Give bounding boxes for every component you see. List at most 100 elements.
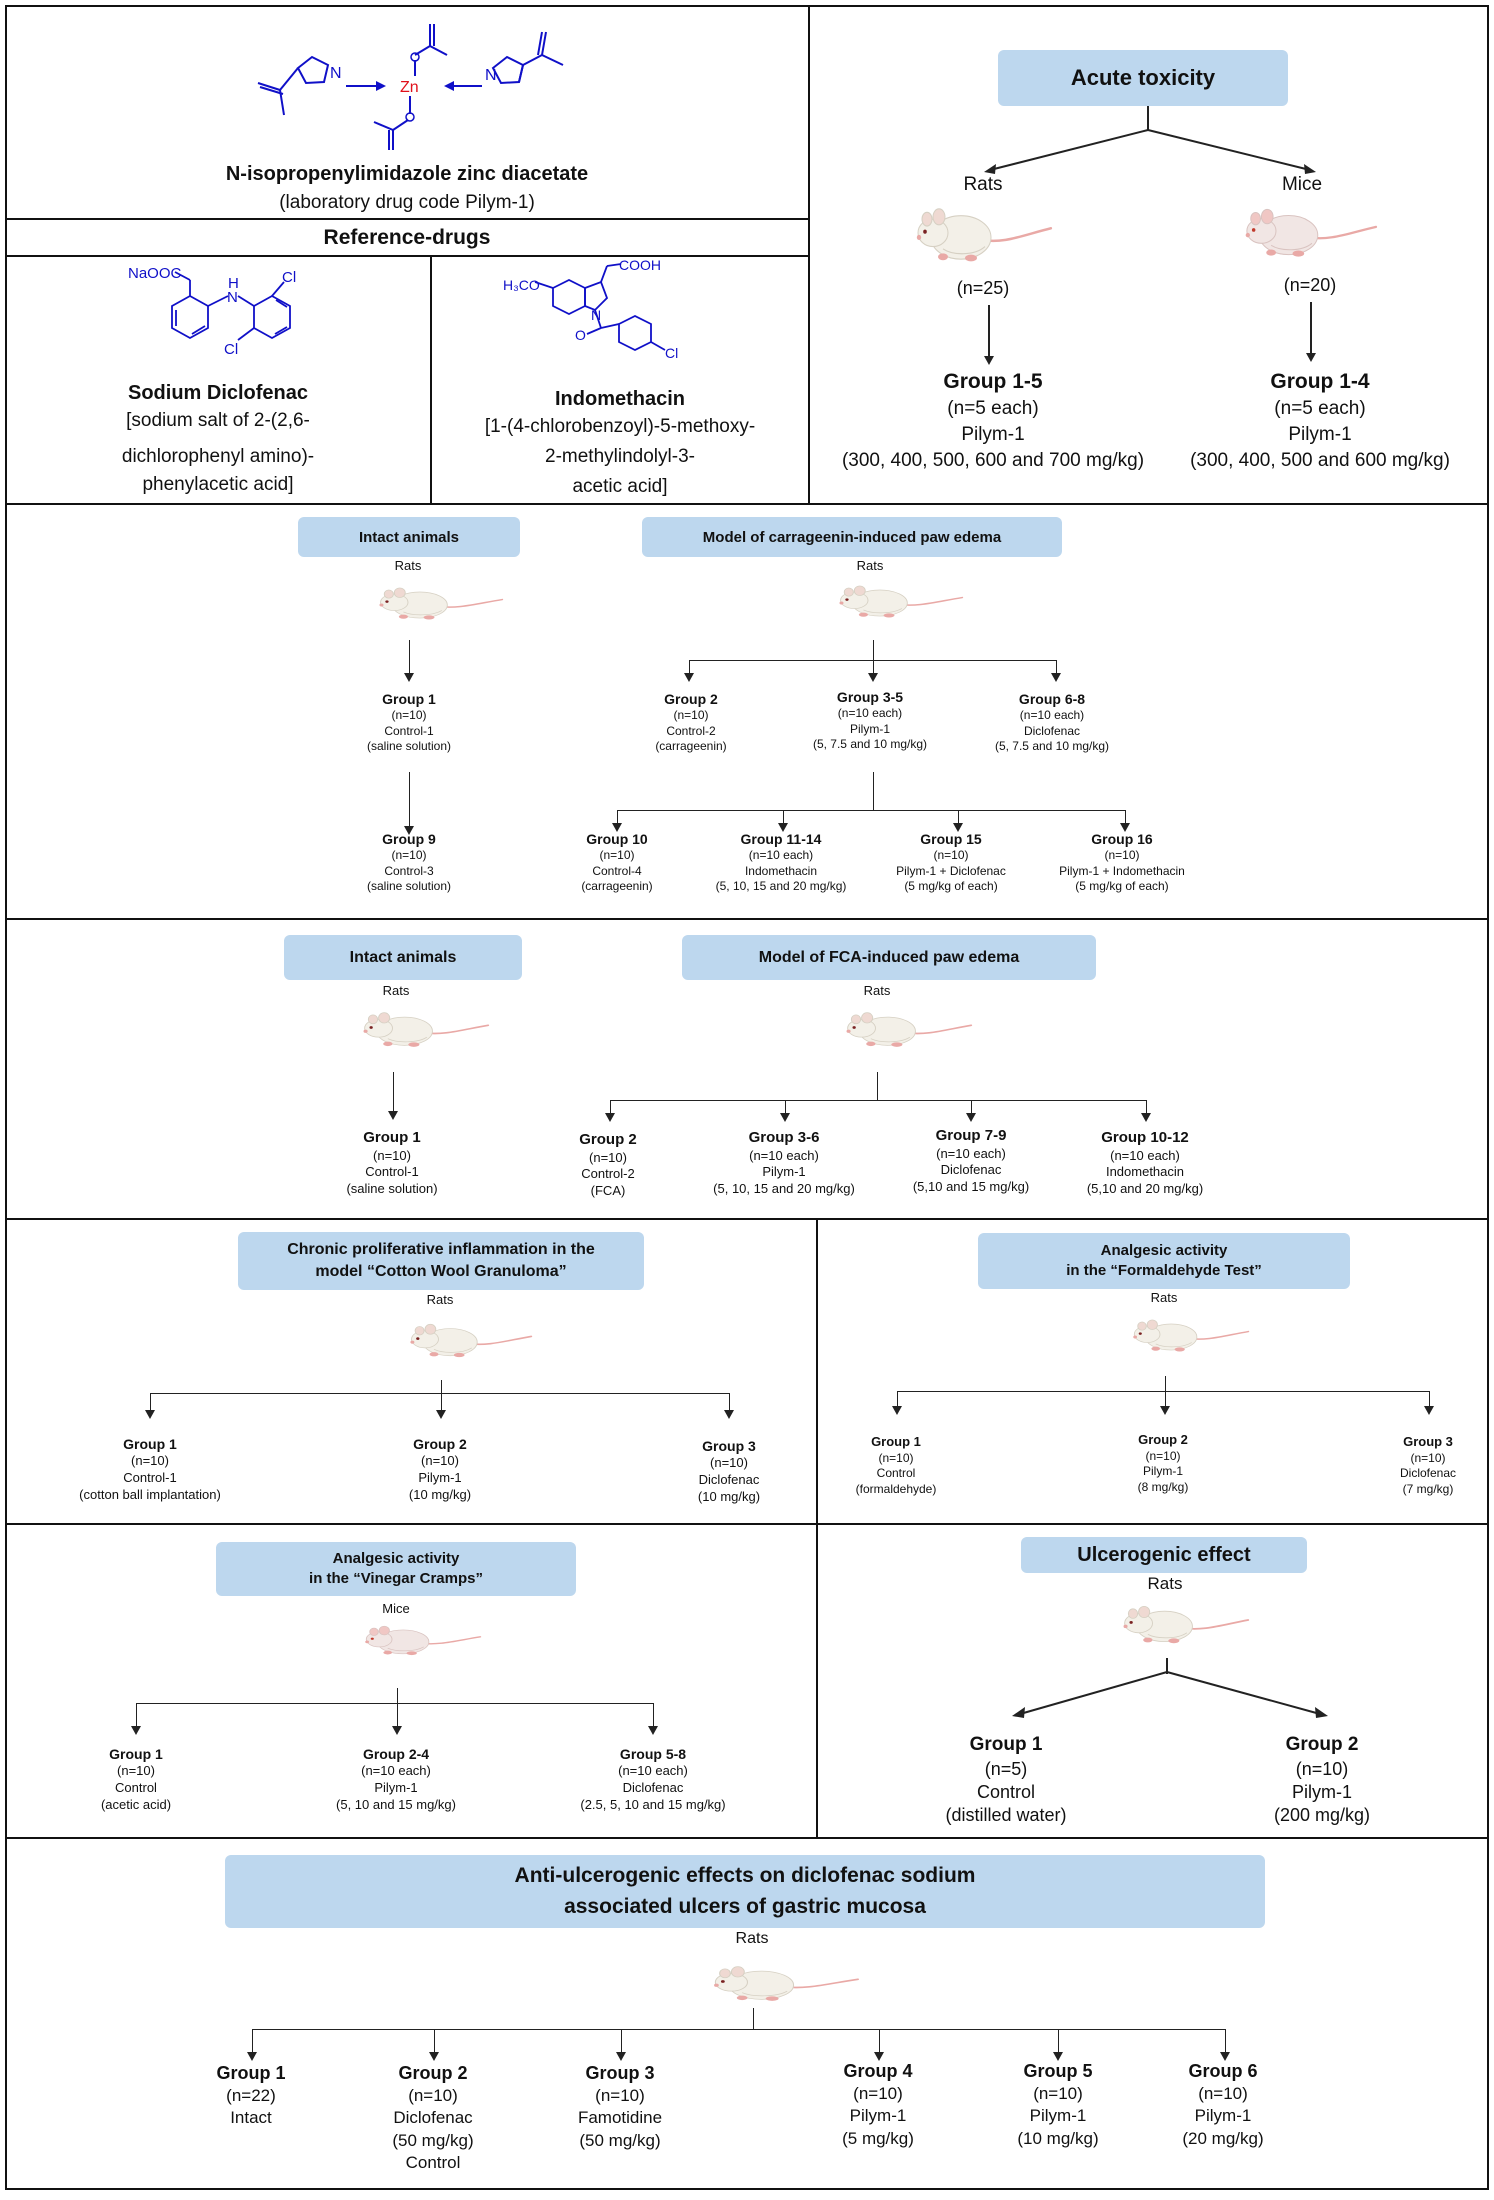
diclofenac-desc-1: [sodium salt of 2-(2,6- [126,410,310,431]
rat-illustration [410,1323,533,1358]
carr-group: Group 1(n=10)Control-1(saline solution) [366,691,452,754]
carr-group: Group 9(n=10)Control-3(saline solution) [366,831,452,894]
mouse-illustration [365,1625,482,1656]
acute-split-arrows [984,129,1316,174]
rats-label: Rats [426,1292,454,1307]
border [5,2188,1489,2190]
svg-text:O: O [575,327,586,343]
rats-label: Rats [856,558,884,573]
acute-rats-group: Group 1-5 (n=5 each) Pilym-1 (300, 400, … [841,370,1145,471]
carr-group: Group 15(n=10)Pilym-1 + Diclofenac(5 mg/… [896,831,1006,894]
rats-label: Rats [1150,1290,1178,1305]
diclofenac-name: Sodium Diclofenac [127,382,309,404]
carr-group: Group 6-8(n=10 each)Diclofenac(5, 7.5 an… [994,691,1110,754]
svg-text:Cl: Cl [282,269,296,286]
svg-text:H: H [228,275,239,292]
compound-name: N-isopropenylimidazole zinc diacetate [225,163,589,185]
fca-group: Group 10-12(n=10 each)Indomethacin(5,10 … [1086,1129,1204,1197]
indomethacin-structure: COOH H₃CO N O Cl [503,257,678,361]
svg-text:Cl: Cl [224,341,238,358]
rats-label: Rats [382,983,410,998]
rat-illustration [363,1012,490,1047]
diclofenac-structure: NaOOC N H Cl Cl [128,265,296,358]
ulcero-group: Group 1(n=5)Control(distilled water) [945,1734,1067,1826]
atom-n-label: N [485,67,497,84]
ulcerogenic-title: Ulcerogenic effect [1021,1537,1307,1573]
border [5,255,808,257]
svg-text:N: N [591,307,601,323]
rat-illustration [1133,1319,1250,1352]
mice-label: Mice [382,1601,410,1616]
rat-illustration [846,1012,973,1047]
rats-label: Rats [735,1930,769,1947]
vinegar-group: Group 5-8(n=10 each)Diclofenac(2.5, 5, 1… [580,1746,726,1812]
svg-text:H₃CO: H₃CO [503,277,540,293]
svg-text:NaOOC: NaOOC [128,265,182,282]
vinegar-group: Group 1(n=10)Control(acetic acid) [100,1746,172,1812]
mice-label: Mice [1281,174,1323,195]
carr-group: Group 3-5(n=10 each)Pilym-1(5, 7.5 and 1… [812,689,928,752]
acute-mice-group: Group 1-4 (n=5 each) Pilym-1 (300, 400, … [1190,370,1450,471]
carr-group: Group 2(n=10)Control-2(carrageenin) [655,691,727,754]
mouse-illustration [1245,208,1378,257]
diclofenac-desc-3: phenylacetic acid] [142,474,294,495]
indomethacin-desc-3: acetic acid] [572,476,668,497]
cotton-title: Chronic proliferative inflammation in th… [238,1232,644,1290]
anti-group: Group 6(n=10)Pilym-1(20 mg/kg) [1182,2061,1264,2148]
formaldehyde-group: Group 1(n=10)Control(formaldehyde) [855,1434,937,1497]
diclofenac-desc-2: dichlorophenyl amino)- [121,446,315,467]
border [816,1218,818,1838]
rats-label: Rats [394,558,422,573]
border [430,255,432,505]
rat-illustration [379,587,504,620]
border [5,5,1489,7]
border [5,503,1489,505]
ulcero-split-arrows [1012,1671,1328,1718]
svg-text:COOH: COOH [619,257,661,273]
anti-ulcerogenic-title: Anti-ulcerogenic effects on diclofenac s… [225,1855,1265,1928]
carr-group: Group 10(n=10)Control-4(carrageenin) [581,831,653,894]
indomethacin-desc-2: 2-methylindolyl-3- [545,446,695,467]
anti-group: Group 2(n=10)Diclofenac(50 mg/kg)Control [392,2063,474,2172]
rats-label: Rats [963,174,1003,195]
fca-model-title: Model of FCA-induced paw edema [682,935,1096,980]
anti-group: Group 5(n=10)Pilym-1(10 mg/kg) [1017,2061,1099,2148]
fca-group: Group 1(n=10)Control-1(saline solution) [346,1129,438,1197]
fca-group: Group 2(n=10)Control-2(FCA) [579,1131,637,1199]
ulcero-group: Group 2(n=10)Pilym-1(200 mg/kg) [1273,1734,1371,1826]
rat-illustration [714,1966,860,2001]
formaldehyde-group: Group 3(n=10)Diclofenac(7 mg/kg) [1399,1434,1457,1497]
rat-illustration [1123,1606,1250,1644]
rats-n: (n=25) [956,278,1010,298]
carr-group: Group 16(n=10)Pilym-1 + Indomethacin(5 m… [1059,831,1185,894]
border [5,218,808,220]
rats-label: Rats [1147,1574,1183,1593]
carr-intact-title: Intact animals [298,517,520,557]
border [5,918,1489,920]
indomethacin-desc-1: [1-(4-chlorobenzoyl)-5-methoxy- [484,416,756,437]
border [5,1837,1489,1839]
pilym-1-structure: N N Zn [257,24,564,150]
svg-text:Cl: Cl [665,345,678,361]
fca-group: Group 7-9(n=10 each)Diclofenac(5,10 and … [912,1127,1030,1195]
compound-code: (laboratory drug code Pilym-1) [279,192,535,213]
vinegar-group: Group 2-4(n=10 each)Pilym-1(5, 10 and 15… [336,1746,456,1812]
anti-group: Group 1(n=22)Intact [216,2063,286,2128]
svg-text:N: N [227,289,238,306]
border [5,1523,1489,1525]
indomethacin-name: Indomethacin [554,388,686,410]
reference-title: Reference-drugs [323,226,491,249]
fca-group: Group 3-6(n=10 each)Pilym-1(5, 10, 15 an… [713,1129,855,1197]
carr-group: Group 11-14(n=10 each)Indomethacin(5, 10… [715,831,847,894]
formaldehyde-group: Group 2(n=10)Pilym-1(8 mg/kg) [1137,1432,1189,1495]
acute-toxicity-title: Acute toxicity [998,50,1288,106]
carr-model-title: Model of carrageenin-induced paw edema [642,517,1062,557]
cotton-group: Group 2(n=10)Pilym-1(10 mg/kg) [408,1436,472,1502]
cotton-group: Group 1(n=10)Control-1(cotton ball impla… [79,1436,221,1502]
rats-label: Rats [863,983,891,998]
border [808,5,810,505]
atom-n-label: N [330,65,342,82]
